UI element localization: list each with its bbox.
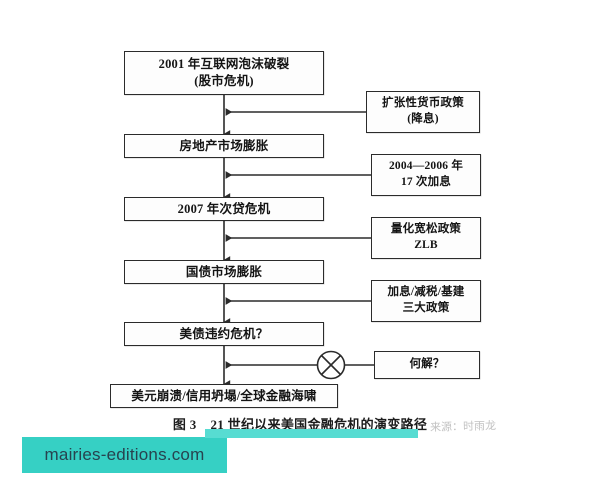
site-watermark-banner: mairies-editions.com: [22, 429, 418, 473]
node-three-policies-line2: 三大政策: [402, 302, 450, 314]
node-housing-bubble[interactable]: 房地产市场膨胀: [124, 134, 324, 158]
node-subprime-crisis-line1: 2007 年次贷危机: [177, 201, 271, 216]
node-rate-hikes[interactable]: 2004—2006 年 17 次加息: [371, 154, 481, 196]
node-three-policies-line1: 加息/减税/基建: [387, 286, 465, 299]
node-expansionary-policy-line2: (降息): [407, 113, 439, 125]
site-watermark-text: mairies-editions.com: [44, 445, 205, 464]
node-treasury-bubble-line1: 国债市场膨胀: [185, 264, 263, 279]
figure-caption: 图 3 21 世纪以来美国金融危机的演变路径: [0, 414, 600, 433]
source-watermark: 来源：时雨龙: [429, 420, 497, 434]
node-three-policies[interactable]: 加息/减税/基建 三大政策: [371, 280, 481, 322]
node-what-solution[interactable]: 何解？: [374, 351, 480, 379]
node-dotcom-burst[interactable]: 2001 年互联网泡沫破裂 (股市危机): [124, 51, 324, 95]
node-expansionary-policy[interactable]: 扩张性货币政策 (降息): [366, 91, 480, 133]
node-rate-hikes-line1: 2004—2006 年: [388, 160, 464, 173]
node-housing-bubble-line1: 房地产市场膨胀: [179, 138, 269, 153]
node-default-crisis-line1: 美债违约危机？: [179, 326, 269, 341]
node-dotcom-burst-line1: 2001 年互联网泡沫破裂: [158, 57, 290, 72]
figure-number: 图 3: [172, 417, 197, 432]
node-subprime-crisis[interactable]: 2007 年次贷危机: [124, 197, 324, 221]
node-default-crisis[interactable]: 美债违约危机？: [124, 322, 324, 346]
node-collapse-outcome[interactable]: 美元崩溃/信用坍塌/全球金融海啸: [110, 384, 338, 408]
figure-title: 21 世纪以来美国金融危机的演变路径: [210, 417, 428, 432]
node-quantitative-easing-line2: ZLB: [414, 239, 438, 251]
node-what-solution-line1: 何解？: [409, 358, 445, 371]
node-quantitative-easing[interactable]: 量化宽松政策 ZLB: [371, 217, 481, 259]
node-expansionary-policy-line1: 扩张性货币政策: [382, 97, 464, 110]
node-rate-hikes-line2: 17 次加息: [400, 176, 452, 188]
circle-x-junction-icon: [316, 350, 346, 380]
node-dotcom-burst-line2: (股市危机): [194, 74, 254, 88]
node-collapse-outcome-line1: 美元崩溃/信用坍塌/全球金融海啸: [131, 388, 317, 403]
node-quantitative-easing-line1: 量化宽松政策: [390, 223, 462, 236]
node-treasury-bubble[interactable]: 国债市场膨胀: [124, 260, 324, 284]
watermark-banner-tab: [205, 429, 418, 438]
